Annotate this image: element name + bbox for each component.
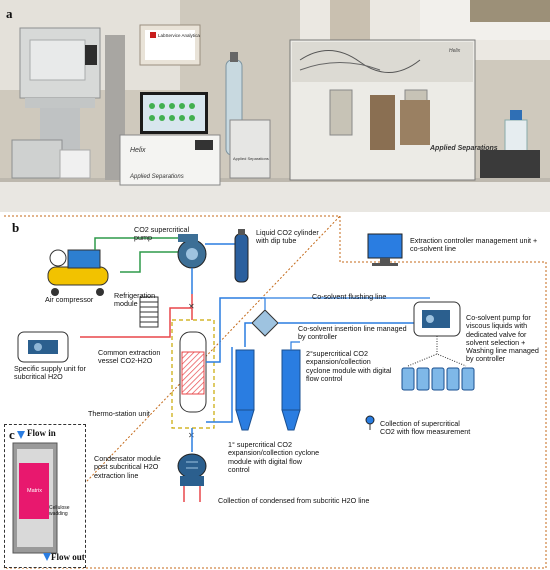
condensator-icon (177, 453, 207, 486)
label-common-vessel: Common extraction vessel CO2-H2O (98, 348, 161, 366)
label-co2-pump: CO2 supercritical pump (134, 225, 190, 243)
supply-unit-icon (17, 331, 69, 363)
solvent-bottles-icon (401, 367, 475, 391)
matrix-block (19, 463, 49, 519)
cellulose-label: Cellulose wadding (49, 505, 70, 517)
unit-brand-2-text: Applied Separations (233, 156, 269, 161)
label-controller: Extraction controller management unit + … (410, 236, 538, 254)
cosolvent-pump-icon (413, 301, 461, 337)
label-insertion: Co-solvent insertion line managed by con… (298, 324, 407, 342)
label-collection-h2o: Collection of condensed from subcritic H… (218, 496, 370, 505)
flow-in-label: Flow in (27, 428, 56, 438)
panel-c-inset: c Flow in Matrix Cellulose wadding Flow … (4, 424, 86, 568)
label-second-cyclone: 2°supercritical CO2 expansion/collection… (306, 349, 392, 383)
controller-monitor-icon (367, 233, 403, 266)
unit-brand-3-text: Applied Separations (429, 145, 498, 152)
second-cyclone-icon (281, 349, 301, 431)
panel-a-letter: a (6, 6, 13, 21)
thermo-station-box (171, 319, 215, 429)
panel-c-drawing (12, 431, 58, 561)
label-collection-sc: Collection of supercritical CO2 with flo… (380, 419, 471, 437)
lab-photo: LabService Analytica Helix Applied Separ… (0, 0, 550, 212)
co2-pump-icon (177, 234, 207, 269)
flow-gauge-icon (365, 415, 375, 425)
label-condensator: Condensator module post subcritical H2O … (94, 454, 161, 480)
liquid-co2-cylinder-icon (234, 229, 249, 283)
label-liquid-co2: Liquid CO2 cylinder with dip tube (256, 228, 319, 246)
helix-top-text: Helix (449, 48, 461, 54)
extraction-vessel-icon (179, 331, 207, 413)
label-flushing: Co-solvent flushing line (312, 292, 387, 301)
label-refrigeration: Refrigeration module (114, 291, 156, 309)
schematic-diagram: ✕ ✕ (2, 214, 547, 569)
panel-b-letter: b (12, 220, 20, 235)
first-cyclone-icon (235, 349, 255, 431)
flow-out-arrow-icon (43, 553, 51, 561)
panel-c-letter: c (9, 427, 15, 442)
label-cosolvent-pump: Co-solvent pump for viscous liquids with… (466, 313, 539, 364)
cosolvent-valve-icon (251, 309, 279, 337)
flow-out-label: Flow out (51, 552, 85, 562)
label-supply-unit: Specific supply unit for subcritical H2O (14, 364, 86, 382)
lab-photo-drawing: LabService Analytica Helix Applied Separ… (0, 0, 550, 212)
label-air-compressor: Air compressor (45, 295, 94, 304)
unit-brand-1-text: Applied Separations (129, 174, 184, 180)
flow-in-arrow-icon (17, 431, 25, 439)
label-first-cyclone: 1° supercritical CO2 expansion/collectio… (228, 440, 320, 474)
label-thermo: Thermo-station unit (88, 409, 150, 418)
svg-text:✕: ✕ (188, 302, 195, 311)
monitor-brand-text: LabService Analytica (158, 33, 200, 38)
refrigeration-module-icon (139, 296, 159, 328)
helix-badge-text: Helix (130, 147, 146, 154)
air-compressor-icon (47, 249, 109, 296)
matrix-label: Matrix (27, 488, 42, 494)
